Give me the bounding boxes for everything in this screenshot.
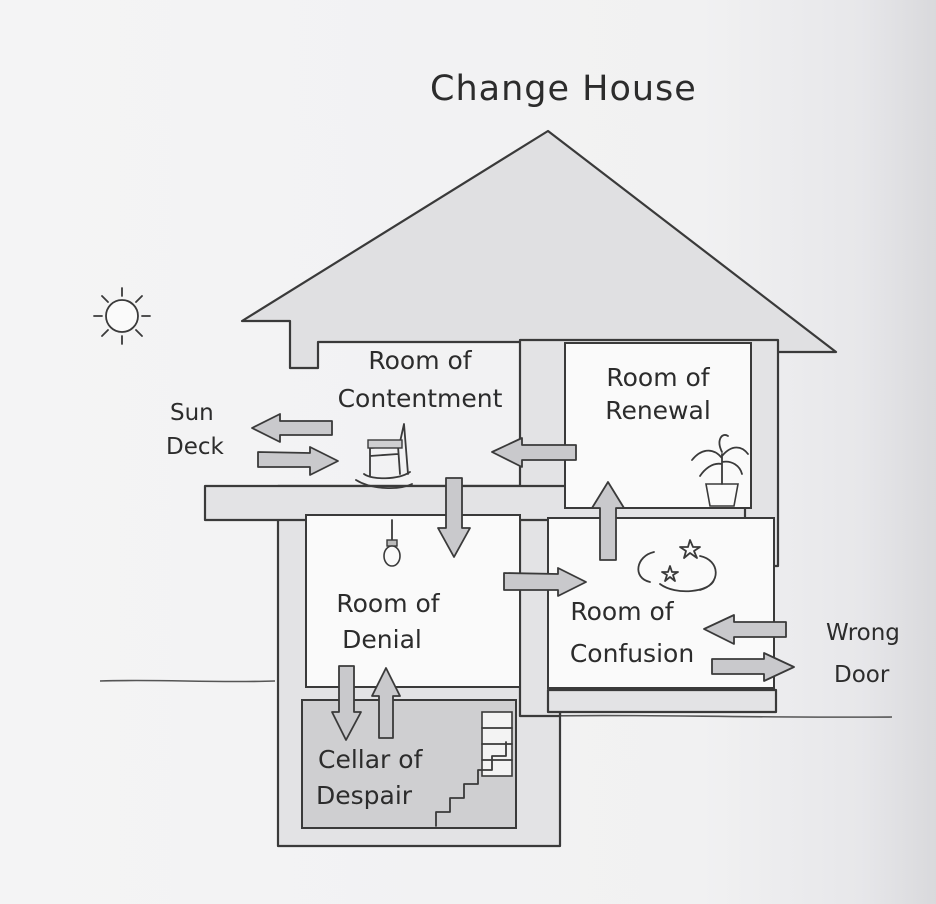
arrow-denial-to-cellar [331, 665, 362, 741]
diagram-title: Change House [430, 69, 697, 109]
svg-text:Renewal: Renewal [605, 396, 711, 425]
label-wrong-door: Wrong Door [826, 620, 900, 688]
svg-text:Despair: Despair [316, 781, 413, 810]
svg-text:Cellar of: Cellar of [318, 745, 424, 774]
arrow-confusion-to-renewal [591, 481, 625, 561]
label-room-denial: Room of Denial [336, 589, 440, 654]
label-room-contentment: Room of Contentment [338, 346, 503, 413]
stairs-icon [435, 711, 513, 827]
arrow-confusion-to-wrongdoor [711, 652, 795, 682]
svg-text:Sun: Sun [170, 400, 214, 426]
svg-text:Wrong: Wrong [826, 620, 900, 646]
svg-text:Room of: Room of [336, 589, 440, 618]
svg-text:Confusion: Confusion [570, 639, 694, 668]
potted-plant-icon [691, 434, 749, 507]
label-sun-deck: Sun Deck [166, 400, 225, 460]
label-room-renewal: Room of Renewal [605, 363, 711, 425]
svg-text:Contentment: Contentment [338, 384, 503, 413]
arrow-renewal-to-contentment [491, 437, 577, 468]
label-room-confusion: Room of Confusion [570, 597, 694, 668]
sun-icon [93, 287, 151, 345]
rocking-chair-icon [355, 423, 413, 489]
arrow-contentment-to-denial [437, 477, 471, 558]
svg-text:Room of: Room of [570, 597, 674, 626]
stars-swirl-icon [637, 539, 717, 593]
svg-text:Door: Door [834, 662, 890, 688]
roof [240, 129, 838, 370]
svg-text:Room of: Room of [368, 346, 472, 375]
light-bulb-icon [383, 519, 401, 567]
arrow-denial-to-confusion [503, 567, 587, 597]
room-renewal-interior [564, 342, 752, 509]
svg-text:Deck: Deck [166, 434, 225, 460]
arrow-wrongdoor-to-confusion [703, 614, 787, 645]
arrow-contentment-to-sundeck [251, 413, 333, 443]
arrow-cellar-to-denial [371, 667, 401, 739]
arrow-sundeck-to-contentment [257, 446, 339, 476]
label-cellar-despair: Cellar of Despair [316, 745, 424, 810]
room-denial-interior [305, 514, 521, 688]
confusion-floor [546, 688, 778, 714]
svg-text:Denial: Denial [342, 625, 422, 654]
ground-line [99, 679, 893, 718]
svg-text:Room of: Room of [606, 363, 710, 392]
